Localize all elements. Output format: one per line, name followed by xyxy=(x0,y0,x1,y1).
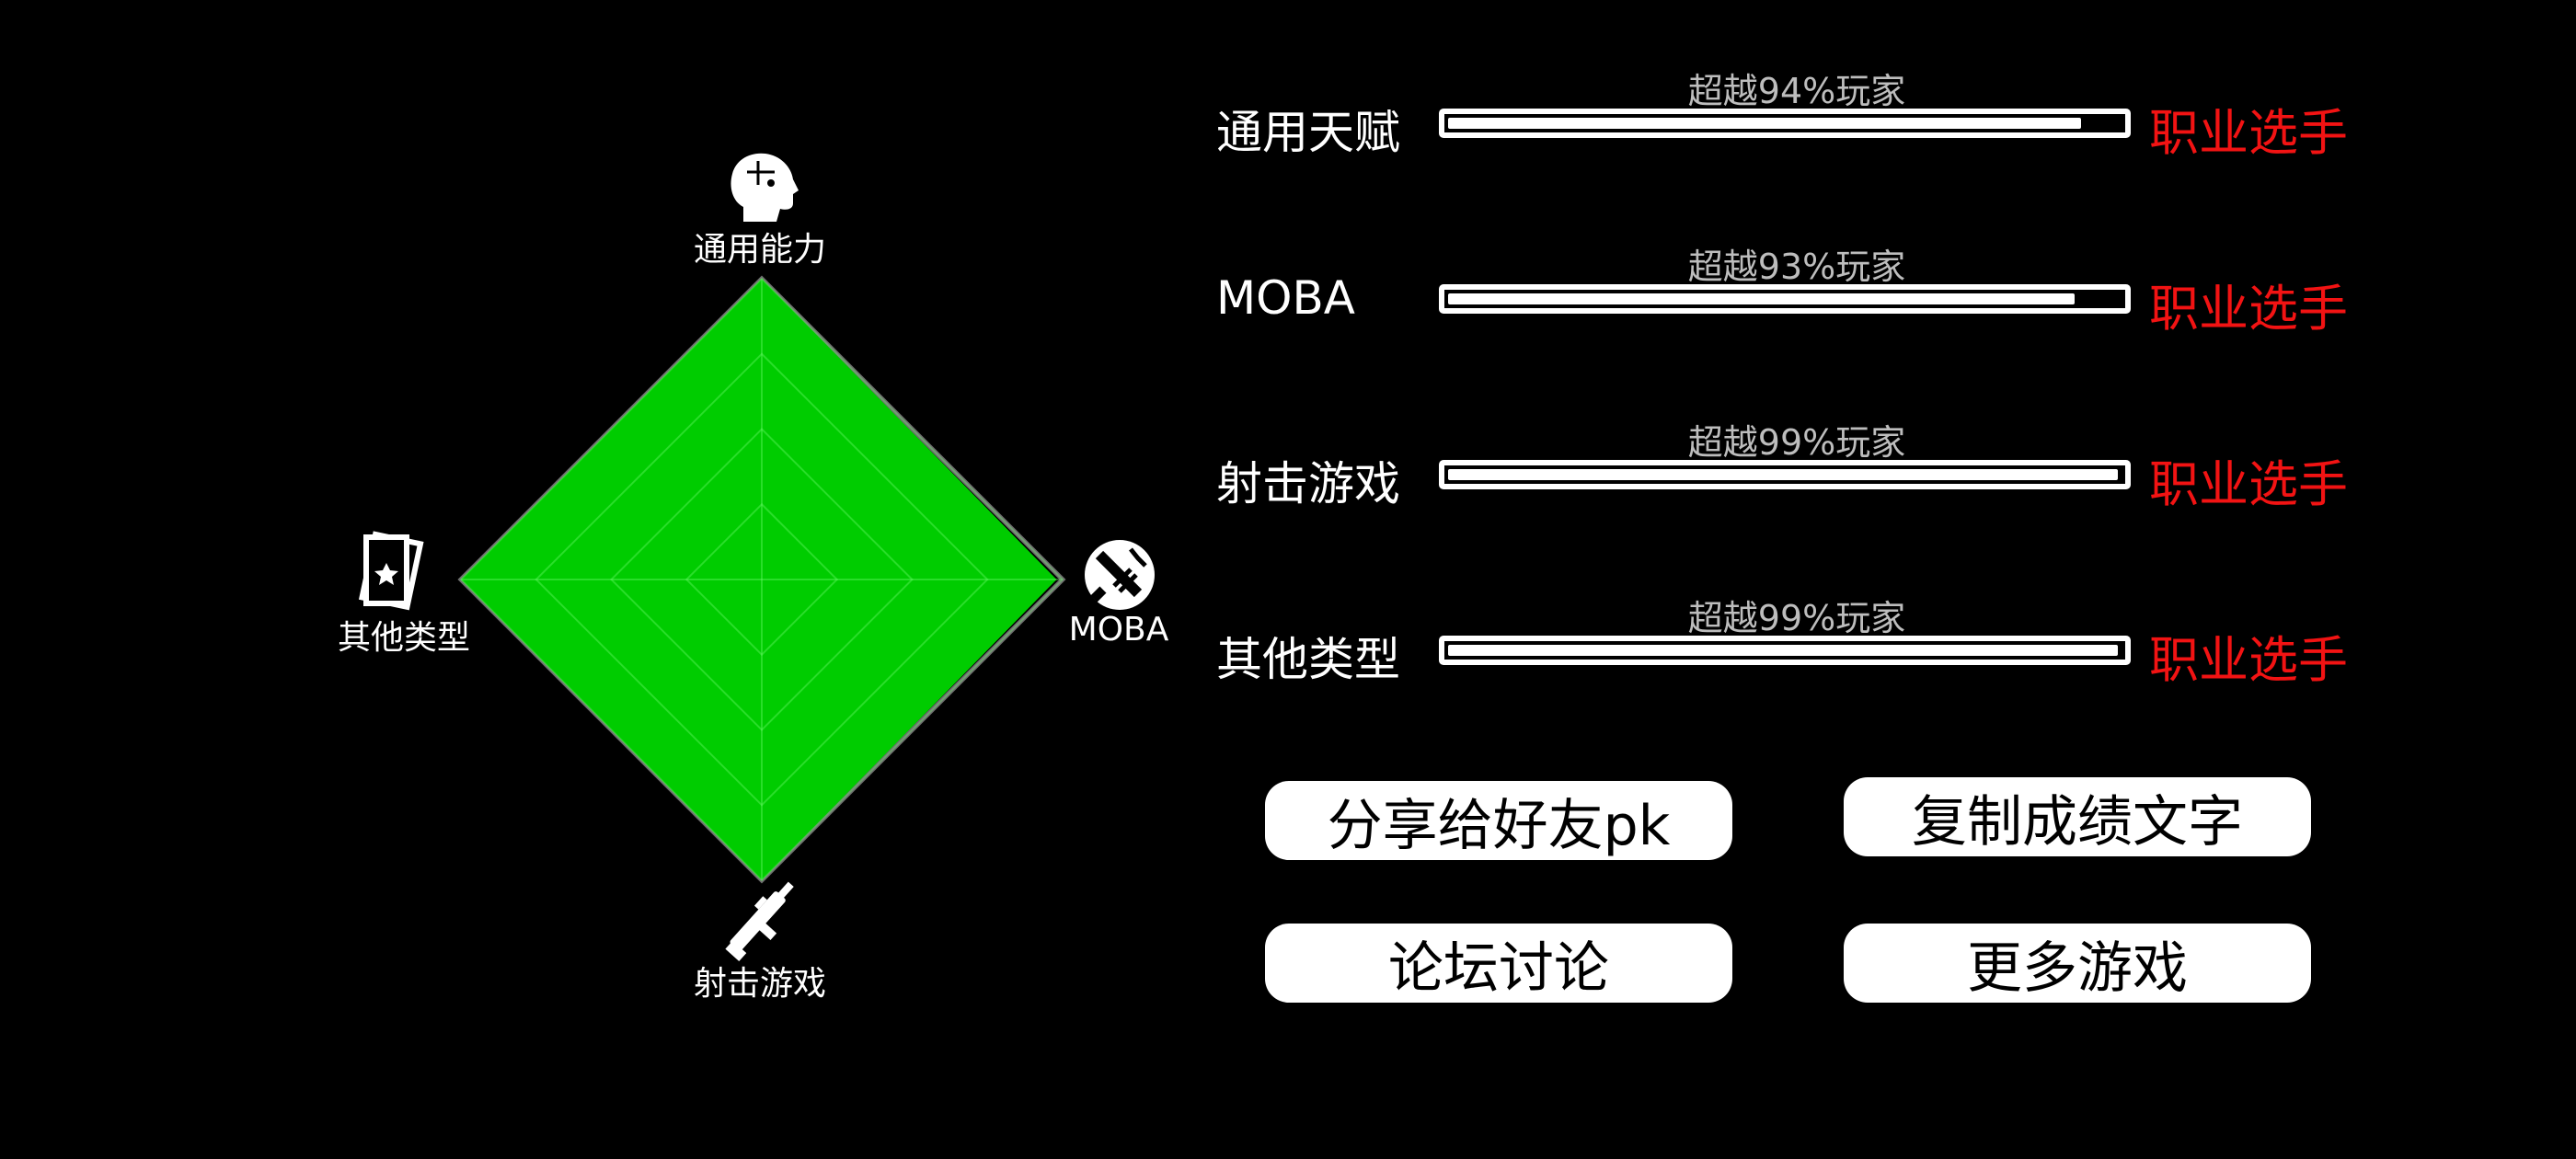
radar-fill xyxy=(461,279,1057,880)
radar-spokes xyxy=(459,277,1064,882)
axis-label-shooter: 射击游戏 xyxy=(693,965,827,1003)
stat-row-general: 通用天赋 超越94%玩家 职业选手 xyxy=(1213,71,2409,193)
tier-label: 职业选手 xyxy=(2149,631,2348,689)
progress-bar xyxy=(1439,460,2131,489)
progress-bar-fill xyxy=(1448,118,2082,129)
stat-name: 射击游戏 xyxy=(1216,457,1400,511)
copy-results-button[interactable]: 复制成绩文字 xyxy=(1844,777,2311,856)
stat-row-shooter: 射击游戏 超越99%玩家 职业选手 xyxy=(1213,422,2409,545)
progress-bar-fill xyxy=(1448,293,2075,304)
progress-bar xyxy=(1439,284,2131,314)
cards-icon xyxy=(358,531,424,611)
forum-button[interactable]: 论坛讨论 xyxy=(1265,924,1732,1003)
share-pk-button[interactable]: 分享给好友pk xyxy=(1265,781,1732,860)
progress-bar xyxy=(1439,636,2131,665)
progress-bar-fill xyxy=(1448,469,2119,480)
axis-label-other: 其他类型 xyxy=(337,619,471,657)
more-games-button[interactable]: 更多游戏 xyxy=(1844,924,2311,1003)
radar-inner-ring xyxy=(684,502,839,657)
tier-label: 职业选手 xyxy=(2149,104,2348,162)
stat-name: 其他类型 xyxy=(1216,633,1400,686)
stat-row-other: 其他类型 超越99%玩家 职业选手 xyxy=(1213,598,2409,720)
stat-percentile: 超越94%玩家 xyxy=(1687,71,1906,111)
progress-bar xyxy=(1439,109,2131,138)
stat-row-moba: MOBA 超越93%玩家 职业选手 xyxy=(1213,247,2409,369)
stat-percentile: 超越93%玩家 xyxy=(1687,247,1906,287)
stat-name: 通用天赋 xyxy=(1216,106,1400,159)
stat-percentile: 超越99%玩家 xyxy=(1687,422,1906,463)
rifle-icon xyxy=(725,881,794,962)
radar-inner-ring xyxy=(459,277,1064,882)
radar-inner-ring xyxy=(535,352,989,807)
stat-name: MOBA xyxy=(1216,271,1356,325)
tier-label: 职业选手 xyxy=(2149,455,2348,513)
axis-label-moba: MOBA xyxy=(1068,611,1169,648)
axis-label-general: 通用能力 xyxy=(693,231,827,269)
moba-icon xyxy=(1085,540,1155,610)
radar-chart xyxy=(358,153,1155,962)
radar-inner-ring xyxy=(610,428,914,731)
progress-bar-fill xyxy=(1448,645,2119,656)
tier-label: 职业选手 xyxy=(2149,280,2348,338)
stat-percentile: 超越99%玩家 xyxy=(1687,598,1906,638)
head-icon xyxy=(730,153,799,222)
